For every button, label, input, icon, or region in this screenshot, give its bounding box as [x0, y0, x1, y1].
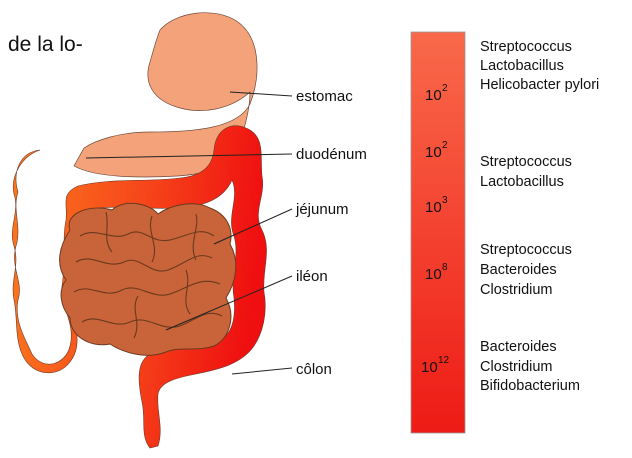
label-jejunum: jéjunum [295, 201, 349, 218]
svg-text:2: 2 [442, 83, 448, 94]
svg-text:10: 10 [425, 144, 442, 161]
svg-text:8: 8 [442, 262, 448, 273]
label-ileon: iléon [296, 268, 328, 285]
bacteria-group-stomach: Streptococcus Lactobacillus Helicobacter… [480, 39, 599, 93]
small-intestine-shape [60, 203, 236, 355]
bacteria-name: Lactobacillus [480, 58, 564, 74]
bacteria-group-duodenum: Streptococcus Lactobacillus [480, 154, 572, 190]
bacteria-group-colon: Bacteroides Clostridium Bifidobacterium [480, 339, 580, 394]
svg-text:10: 10 [425, 266, 442, 283]
svg-text:10: 10 [421, 359, 438, 376]
label-colon: côlon [296, 361, 332, 378]
bacteria-name: Bacteroides [480, 262, 557, 278]
svg-text:2: 2 [442, 140, 448, 151]
bacteria-name: Streptococcus [480, 154, 572, 170]
bacteria-name: Clostridium [480, 359, 553, 375]
caption-fragment: de la lo- [8, 33, 83, 56]
svg-text:12: 12 [438, 355, 450, 366]
bacteria-name: Bifidobacterium [480, 378, 580, 394]
svg-text:10: 10 [425, 199, 442, 216]
bacteria-name: Streptococcus [480, 39, 572, 55]
label-estomac: estomac [296, 88, 353, 105]
bacteria-name: Helicobacter pylori [480, 77, 599, 93]
bacteria-name: Bacteroides [480, 339, 557, 355]
label-duodenum: duodénum [296, 146, 367, 163]
bacteria-name: Lactobacillus [480, 174, 564, 190]
svg-text:3: 3 [442, 195, 448, 206]
bacteria-name: Streptococcus [480, 242, 572, 258]
svg-text:10: 10 [425, 87, 442, 104]
bacteria-group-ileum: Streptococcus Bacteroides Clostridium [480, 242, 572, 298]
bacteria-name: Clostridium [480, 282, 553, 298]
